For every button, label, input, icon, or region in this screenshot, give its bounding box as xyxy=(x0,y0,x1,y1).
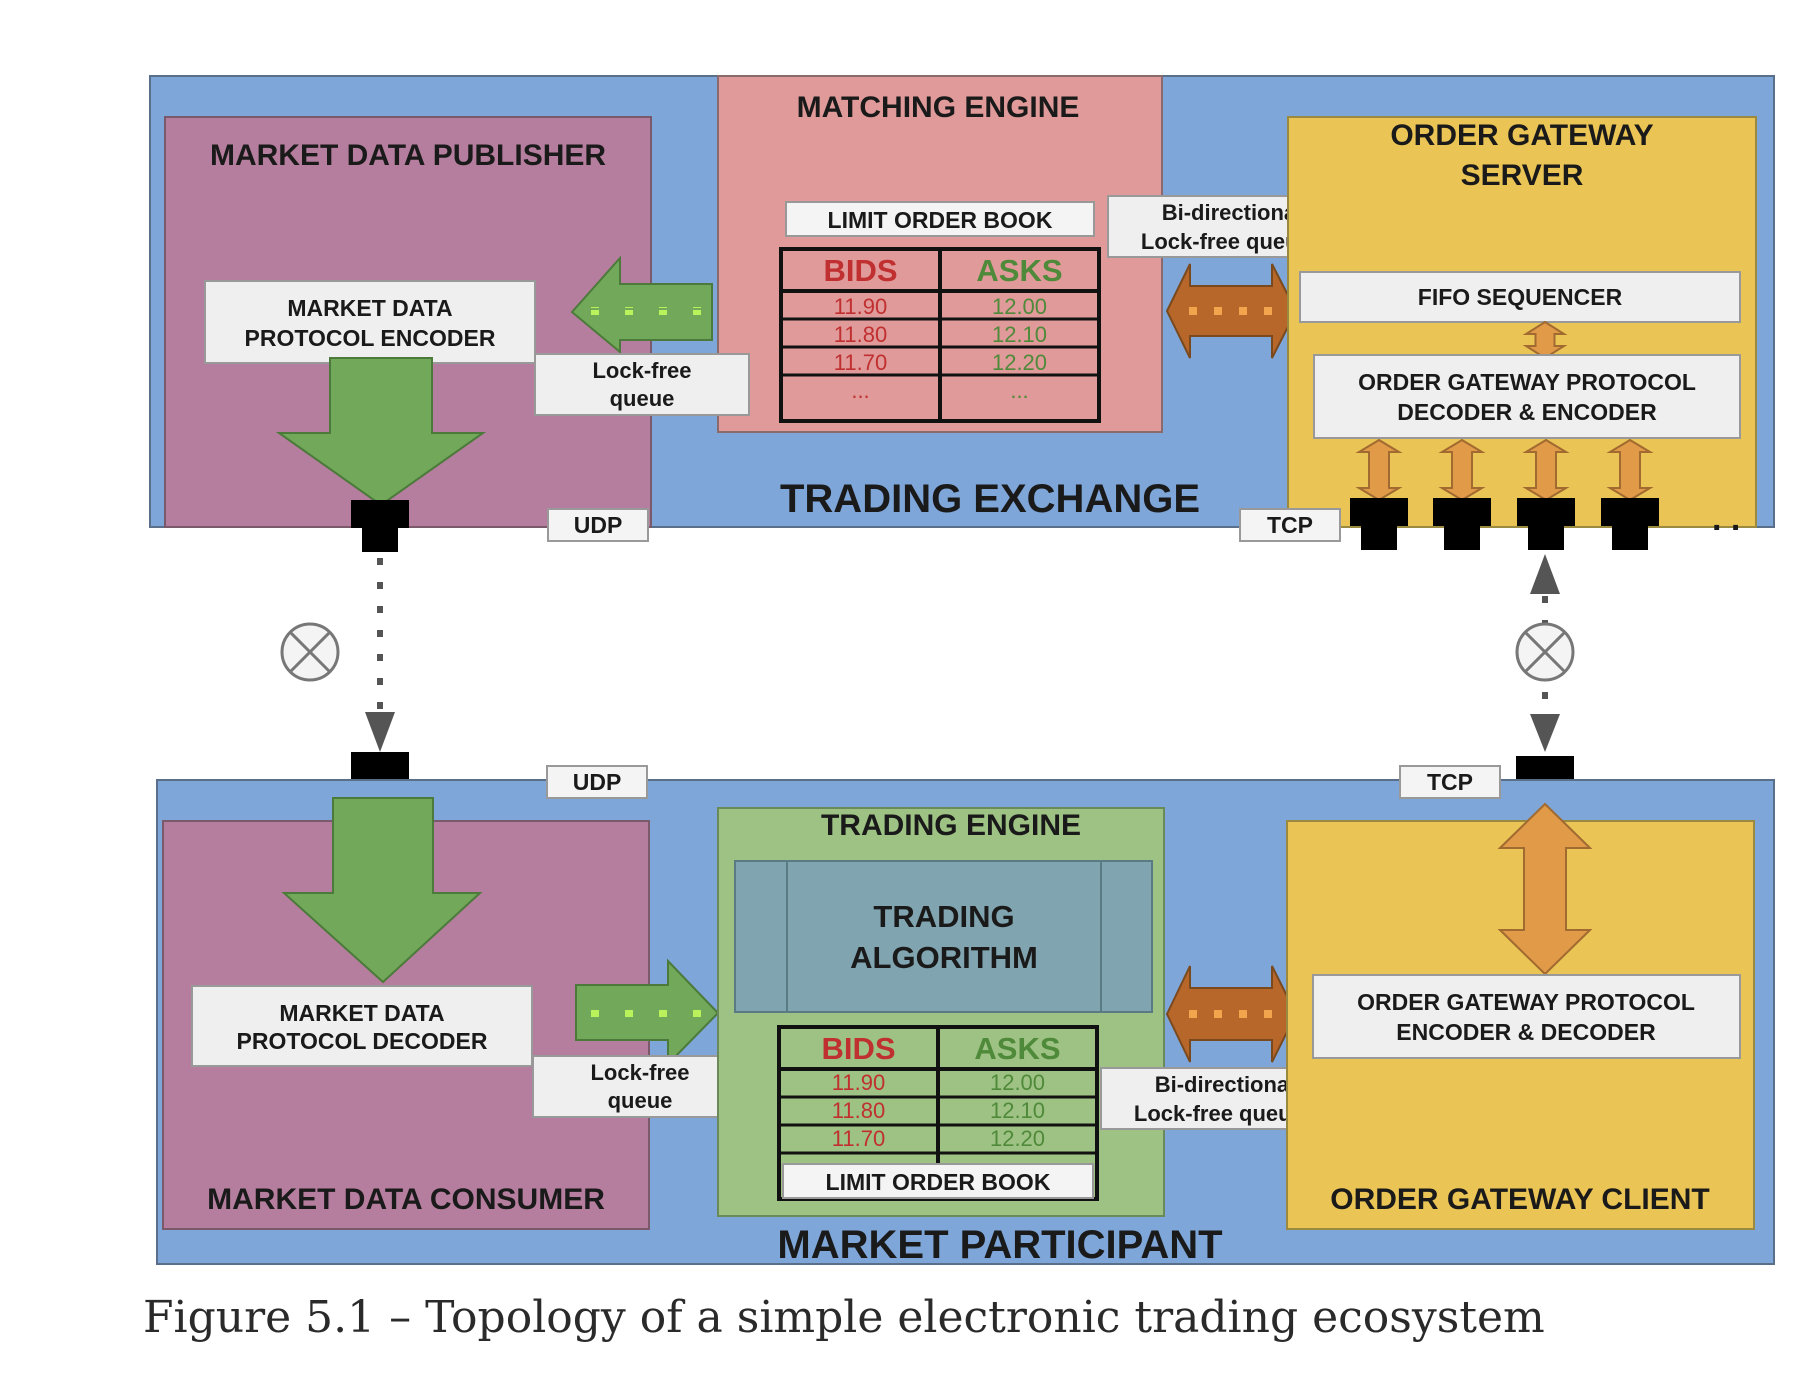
udp-bottom-label: UDP xyxy=(573,769,622,795)
network-port-icon xyxy=(1601,498,1659,550)
trading-algorithm-box xyxy=(734,860,1153,1013)
gateway-client-codec-label-1: ORDER GATEWAY PROTOCOL xyxy=(1357,989,1695,1015)
order-gateway-server-title-2: SERVER xyxy=(1461,159,1584,192)
limit-order-book-label-box xyxy=(785,201,1095,237)
tcp-top-box xyxy=(1239,508,1341,542)
ask-price-cell: 12.20 xyxy=(992,350,1047,375)
asks-header: ASKS xyxy=(976,253,1062,288)
lockfree-queue-bottom-box xyxy=(532,1055,748,1118)
fifo-sequencer-box xyxy=(1299,271,1741,323)
network-port-icon xyxy=(351,500,409,552)
tcp-connection-icon xyxy=(1515,622,1575,682)
gateway-server-codec-box xyxy=(1313,354,1741,439)
gateway-client-codec-box xyxy=(1312,974,1741,1059)
lockfree-queue-top-box xyxy=(534,353,750,416)
matching-order-book-table: BIDS ASKS 11.90 12.00 11.80 12.10 11.70 12.20..… xyxy=(779,247,1101,423)
bidir-queues-top-label-1: Bi-directional xyxy=(1162,200,1303,225)
bidir-queues-bottom-label-1: Bi-directional xyxy=(1155,1072,1296,1097)
bid-price-cell: 11.90 xyxy=(832,1070,885,1095)
matching-to-publisher-arrow xyxy=(570,255,713,355)
trading-algorithm-label-2: ALGORITHM xyxy=(850,940,1038,975)
udp-top-box xyxy=(547,508,649,542)
tcp-bottom-box xyxy=(1399,765,1501,799)
bid-price-cell: 11.90 xyxy=(834,294,887,319)
market-data-publisher-title: MARKET DATA PUBLISHER xyxy=(210,139,606,172)
udp-link-arrowhead xyxy=(365,712,395,752)
udp-top-label: UDP xyxy=(574,512,623,538)
md-protocol-encoder-label-1: MARKET DATA xyxy=(287,295,452,321)
gateway-server-codec-label-1: ORDER GATEWAY PROTOCOL xyxy=(1358,369,1696,395)
lockfree-queue-bottom-label-2: queue xyxy=(608,1088,673,1113)
ask-price-cell: ... xyxy=(1010,378,1028,403)
bidir-queues-bottom-label-2: Lock-free queues xyxy=(1134,1101,1316,1126)
bid-price-cell: 11.80 xyxy=(834,322,887,347)
md-protocol-decoder-label-2: PROTOCOL DECODER xyxy=(237,1028,488,1054)
ask-price-cell: 12.20 xyxy=(990,1126,1045,1151)
lockfree-queue-top-label-1: Lock-free xyxy=(592,358,691,383)
network-port-icon xyxy=(1433,498,1491,550)
lockfree-queue-bottom-label-1: Lock-free xyxy=(590,1060,689,1085)
fifo-sequencer-label: FIFO SEQUENCER xyxy=(1418,284,1623,310)
trading-algorithm-label-1: TRADING xyxy=(873,899,1014,934)
asks-header: ASKS xyxy=(974,1031,1060,1066)
tcp-link-arrowhead-up xyxy=(1530,554,1560,594)
network-port-icon xyxy=(1517,498,1575,550)
bid-price-cell: ... xyxy=(851,378,869,403)
matching-arrow-dots xyxy=(584,307,712,315)
order-gateway-server-title-1: ORDER GATEWAY xyxy=(1390,119,1653,152)
md-protocol-decoder-label-1: MARKET DATA xyxy=(279,1000,444,1026)
consumer-down-arrow xyxy=(281,797,483,984)
gateway-client-codec-label-2: ENCODER & DECODER xyxy=(1396,1019,1656,1045)
md-protocol-encoder-box xyxy=(204,280,536,364)
more-ports-ellipsis: . . xyxy=(1712,500,1740,538)
order-gateway-client-title: ORDER GATEWAY CLIENT xyxy=(1330,1183,1709,1216)
bid-price-cell: 11.70 xyxy=(834,350,887,375)
limit-order-book-label: LIMIT ORDER BOOK xyxy=(828,207,1053,233)
figure-caption: Figure 5.1 – Topology of a simple electr… xyxy=(143,1292,1545,1343)
udp-bottom-box xyxy=(546,765,648,799)
market-data-consumer-title: MARKET DATA CONSUMER xyxy=(207,1183,605,1216)
bid-price-cell: 11.70 xyxy=(832,1126,885,1151)
gateway-server-codec-label-2: DECODER & ENCODER xyxy=(1397,399,1657,425)
lockfree-queue-top-label-2: queue xyxy=(610,386,675,411)
md-protocol-decoder-box xyxy=(191,985,533,1067)
trading-exchange-title: TRADING EXCHANGE xyxy=(780,477,1200,521)
udp-multicast-icon xyxy=(280,622,340,682)
bids-header: BIDS xyxy=(823,253,897,288)
limit-order-book-bottom-box xyxy=(782,1163,1094,1199)
tcp-top-label: TCP xyxy=(1267,512,1313,538)
ask-price-cell: 12.10 xyxy=(990,1098,1045,1123)
limit-order-book-bottom-label: LIMIT ORDER BOOK xyxy=(826,1169,1051,1195)
market-participant-title: MARKET PARTICIPANT xyxy=(777,1223,1222,1267)
consumer-arrow-dots xyxy=(576,1009,704,1017)
ask-price-cell: 12.00 xyxy=(990,1070,1045,1095)
ask-price-cell: 12.10 xyxy=(992,322,1047,347)
publisher-down-arrow xyxy=(275,357,487,507)
ask-price-cell: 12.00 xyxy=(992,294,1047,319)
tcp-bottom-label: TCP xyxy=(1427,769,1473,795)
md-protocol-encoder-label-2: PROTOCOL ENCODER xyxy=(245,325,496,351)
matching-engine-title: MATCHING ENGINE xyxy=(797,91,1080,124)
network-port-icon xyxy=(1350,498,1408,550)
tcp-link-arrowhead-down xyxy=(1530,714,1560,752)
trading-engine-title: TRADING ENGINE xyxy=(821,809,1081,842)
bids-header: BIDS xyxy=(821,1031,895,1066)
network-ports xyxy=(351,498,1659,808)
bid-price-cell: 11.80 xyxy=(832,1098,885,1123)
